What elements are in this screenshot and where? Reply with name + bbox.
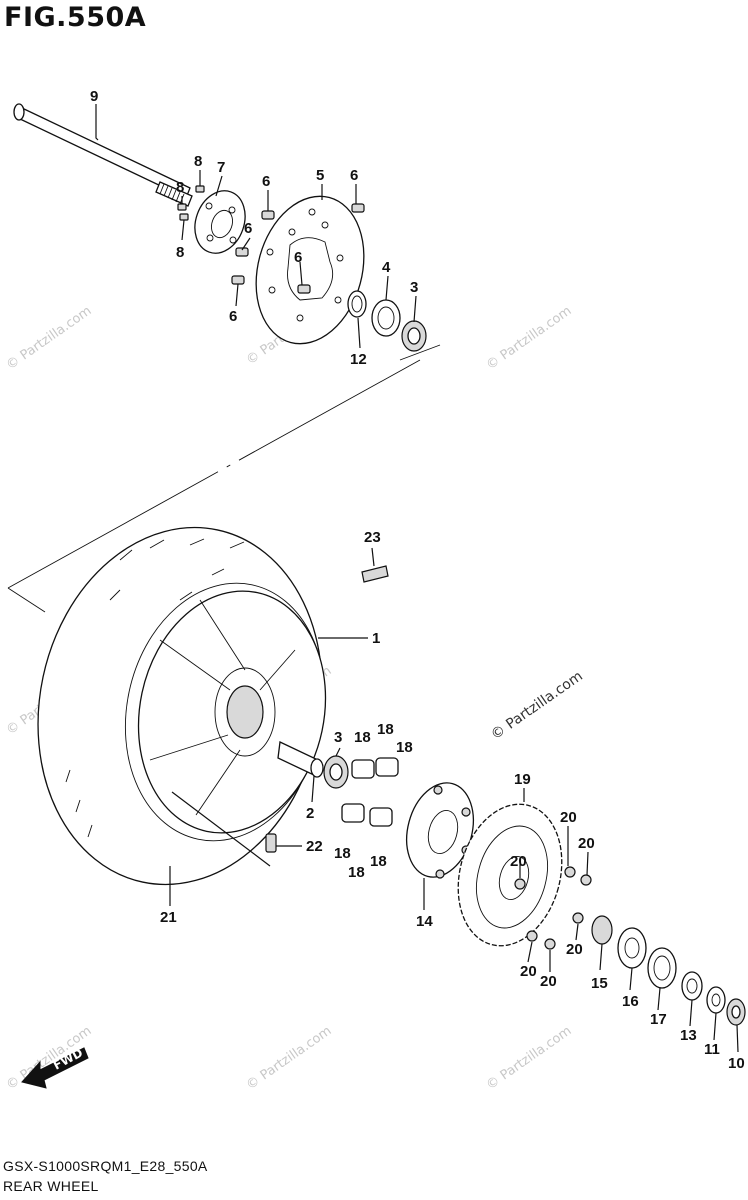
callout-18[interactable]: 18 — [354, 729, 371, 746]
callout-8[interactable]: 8 — [194, 153, 202, 170]
callout-20[interactable]: 20 — [510, 853, 527, 870]
hub-spacer — [277, 741, 324, 778]
callout-6[interactable]: 6 — [262, 173, 270, 190]
oil-seal — [371, 299, 401, 337]
callout-20[interactable]: 20 — [560, 809, 577, 826]
callout-22[interactable]: 22 — [306, 838, 323, 855]
watermark: © Partzilla.com — [484, 1023, 575, 1093]
diagram-code: GSX-S1000SRQM1_E28_550A — [3, 1158, 208, 1174]
callout-1[interactable]: 1 — [372, 630, 380, 647]
callout-18[interactable]: 18 — [334, 845, 351, 862]
rear-wheel-rim — [137, 590, 327, 834]
callout-6[interactable]: 6 — [244, 220, 252, 237]
callout-4[interactable]: 4 — [382, 259, 391, 276]
bearing-left — [401, 320, 427, 352]
callout-18[interactable]: 18 — [348, 864, 365, 881]
callout-20[interactable]: 20 — [540, 973, 557, 990]
callout-20[interactable]: 20 — [520, 963, 537, 980]
bearing-sprocket-side — [617, 927, 647, 969]
callout-23[interactable]: 23 — [364, 529, 381, 546]
leader-lines — [95, 104, 739, 1053]
callout-3[interactable]: 3 — [410, 279, 418, 296]
watermark: © Partzilla.com — [244, 1023, 335, 1093]
callout-8[interactable]: 8 — [176, 179, 184, 196]
callout-2[interactable]: 2 — [306, 805, 314, 822]
callout-6[interactable]: 6 — [350, 167, 358, 184]
callout-18[interactable]: 18 — [396, 739, 413, 756]
callout-17[interactable]: 17 — [650, 1011, 667, 1028]
callout-6[interactable]: 6 — [229, 308, 237, 325]
diagram-subtitle: REAR WHEEL — [3, 1178, 99, 1194]
sprocket-nuts — [514, 866, 592, 950]
axle-washer — [706, 986, 726, 1014]
oil-seal-sprocket-side — [647, 947, 677, 989]
tire-valve — [265, 833, 277, 853]
callout-20[interactable]: 20 — [566, 941, 583, 958]
callout-21[interactable]: 21 — [160, 909, 177, 926]
assembly-guide-lines — [7, 344, 441, 613]
balance-weight — [361, 565, 389, 583]
callout-19[interactable]: 19 — [514, 771, 531, 788]
watermark: © Partzilla.com — [4, 303, 95, 373]
callout-12[interactable]: 12 — [350, 351, 367, 368]
callout-20[interactable]: 20 — [578, 835, 595, 852]
callout-5[interactable]: 5 — [316, 167, 324, 184]
figure-title: FIG.550A — [4, 2, 147, 33]
callout-18[interactable]: 18 — [377, 721, 394, 738]
callout-8[interactable]: 8 — [176, 244, 184, 261]
collar — [591, 915, 613, 945]
disc-side-spacer — [347, 290, 367, 318]
brake-disc — [255, 195, 365, 345]
rear-axle — [13, 103, 193, 207]
callout-9[interactable]: 9 — [90, 88, 98, 105]
disc-bolts — [231, 203, 365, 294]
callout-7[interactable]: 7 — [217, 159, 225, 176]
rear-wheel-exploded-diagram: © Partzilla.com © Partzilla.com © Partzi… — [4, 88, 746, 1093]
callout-18[interactable]: 18 — [370, 853, 387, 870]
bracket-bolts — [177, 185, 205, 221]
spacer-outer — [681, 971, 703, 1001]
axle-nut — [726, 998, 746, 1026]
wheel-dampers — [341, 757, 399, 827]
callout-6[interactable]: 6 — [294, 249, 302, 266]
callout-16[interactable]: 16 — [622, 993, 639, 1010]
watermark-main: © Partzilla.com — [488, 668, 586, 743]
callout-13[interactable]: 13 — [680, 1027, 697, 1044]
callout-11[interactable]: 11 — [704, 1041, 720, 1058]
forward-direction-arrow: FWD — [21, 1046, 89, 1089]
disc-bracket — [194, 190, 246, 254]
callout-15[interactable]: 15 — [591, 975, 608, 992]
rear-sprocket — [457, 803, 563, 947]
watermark: © Partzilla.com — [484, 303, 575, 373]
callout-3[interactable]: 3 — [334, 729, 342, 746]
callout-10[interactable]: 10 — [728, 1055, 745, 1072]
callout-14[interactable]: 14 — [416, 913, 433, 930]
callout-labels: 9 8 7 8 8 6 5 6 6 6 6 4 3 12 23 1 3 18 1… — [90, 88, 745, 1072]
bearing-right — [323, 755, 349, 789]
